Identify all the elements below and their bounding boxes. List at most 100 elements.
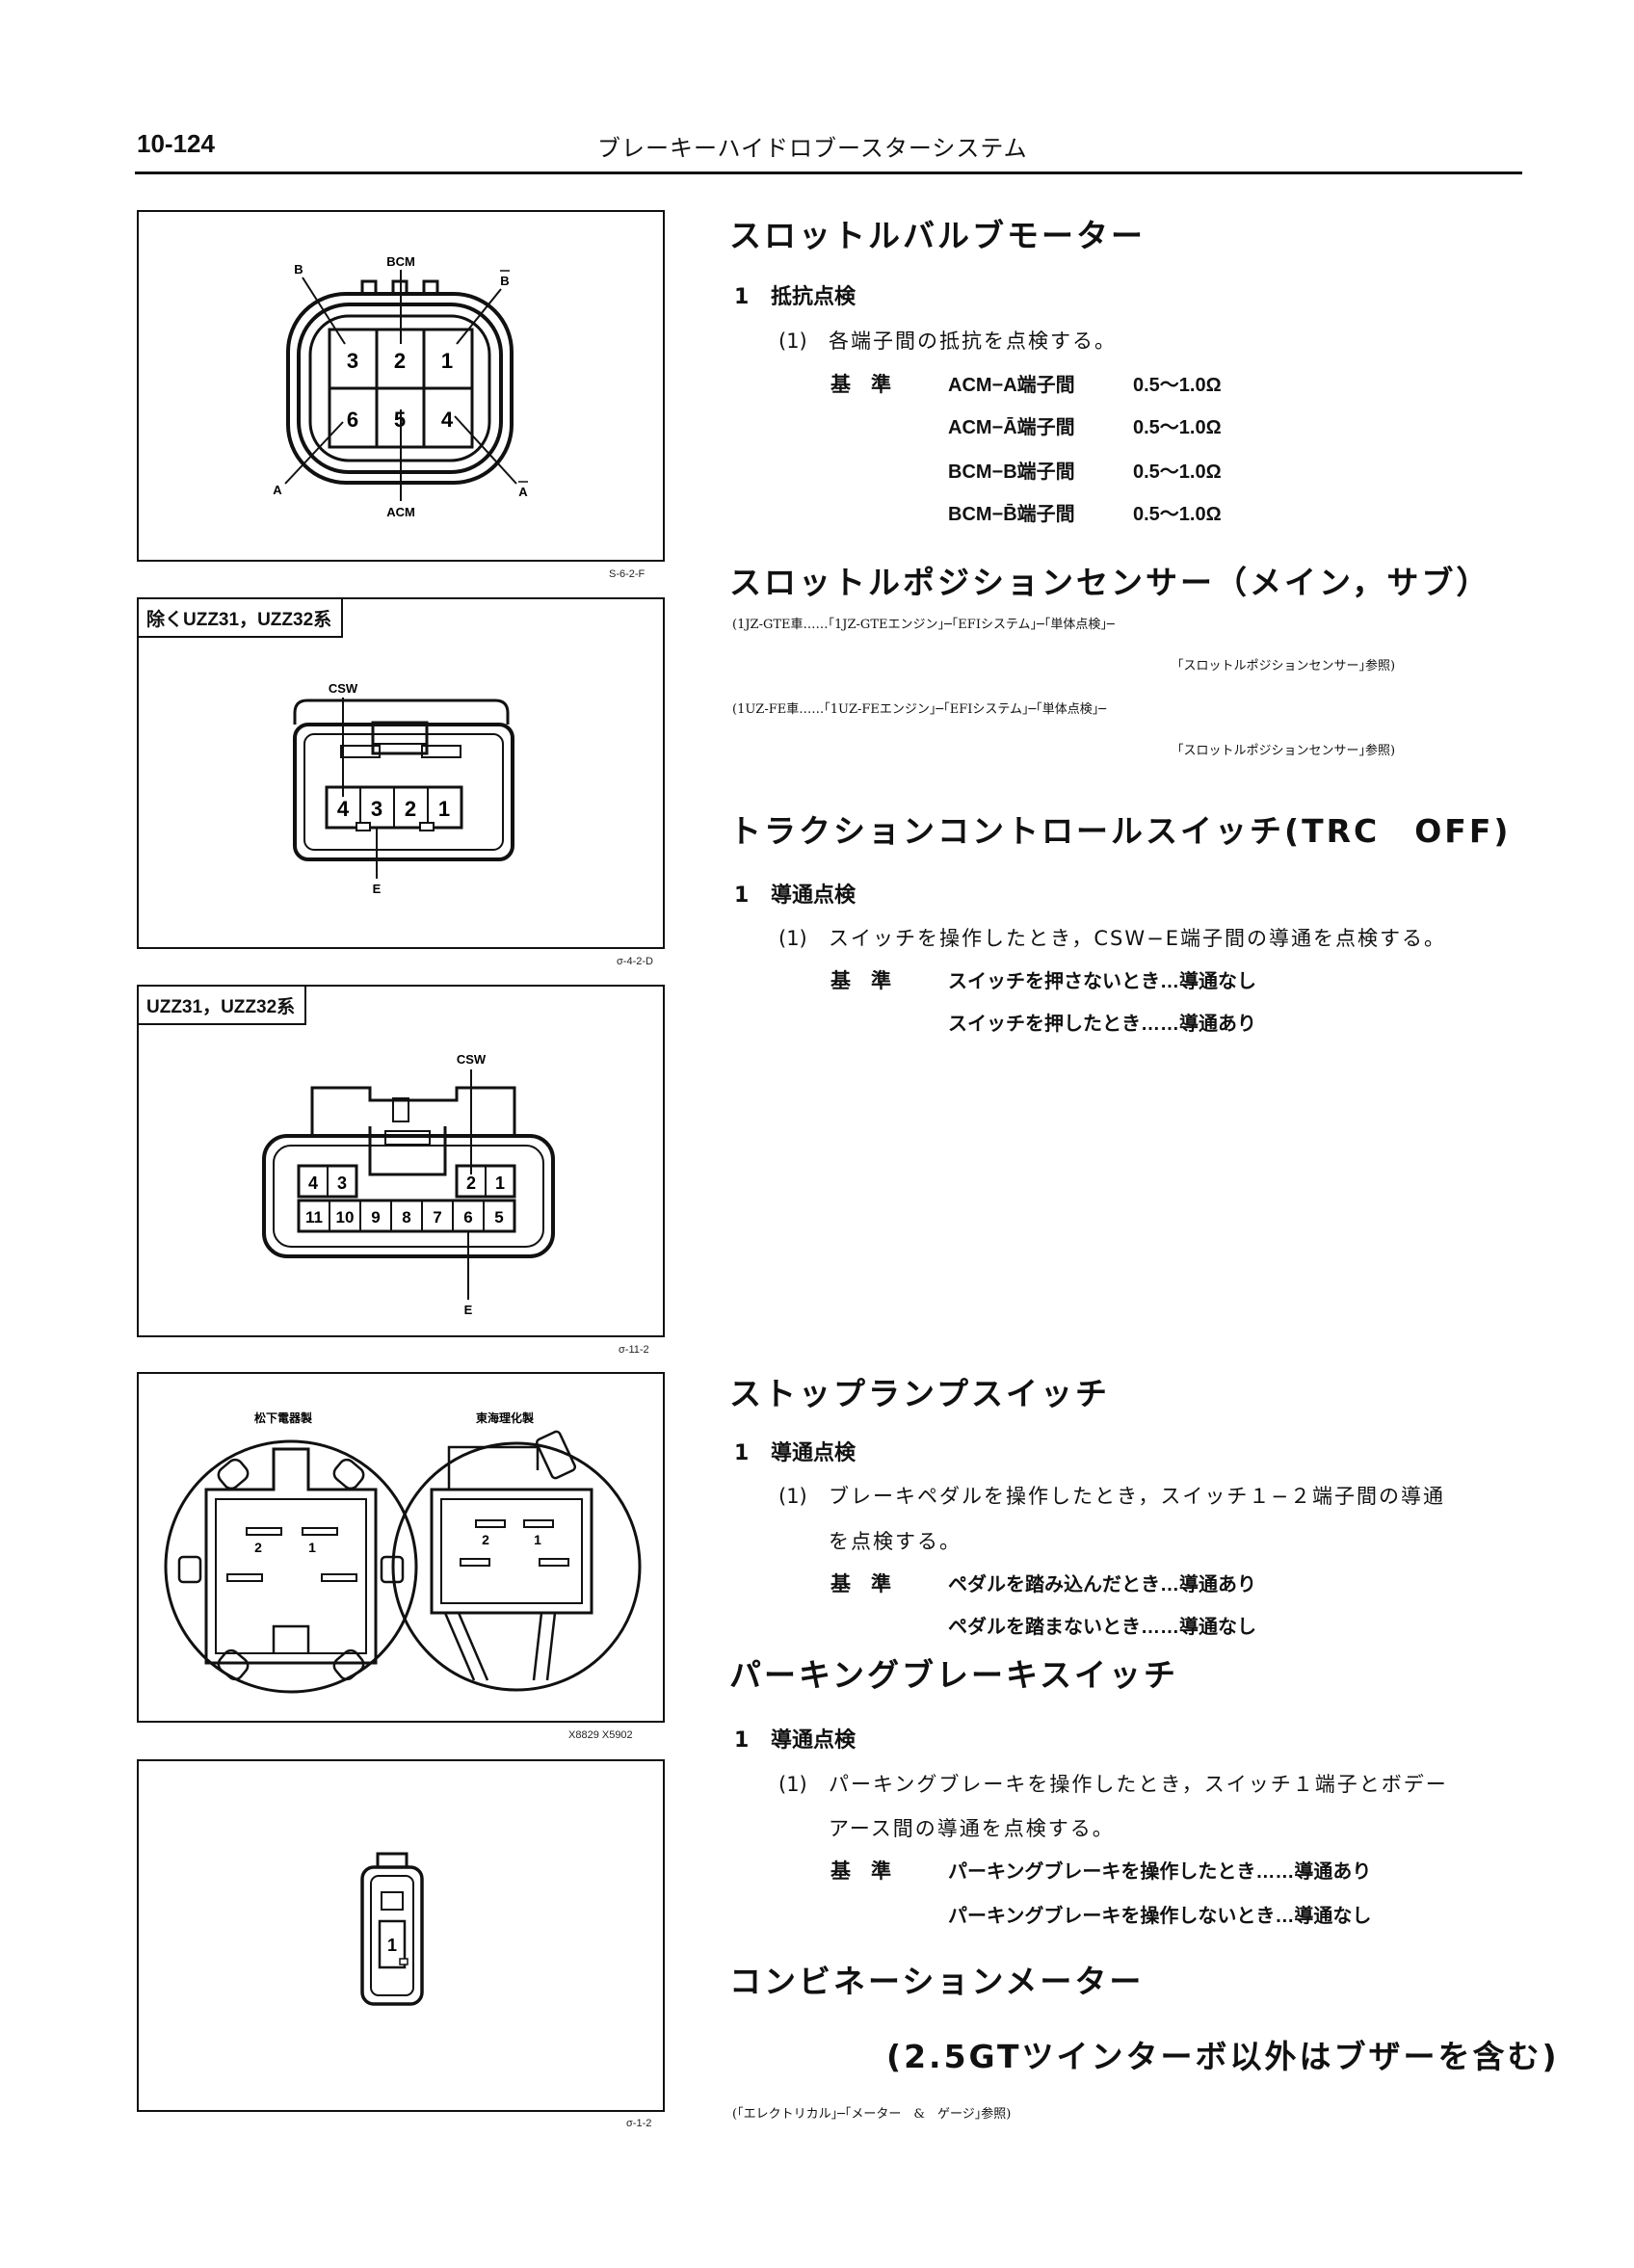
label-e: E <box>373 882 382 896</box>
label-a-bar: A <box>518 485 528 499</box>
resistance-value: 0.5〜1.0Ω <box>1133 375 1222 396</box>
pin-label: 7 <box>433 1208 441 1226</box>
figure-code: S-6-2-F <box>609 568 646 580</box>
section-subtitle-combination-meter: (2.5GTツインターボ以外はブザーを含む) <box>886 2038 1560 2075</box>
pin-label: 1 <box>495 1174 505 1193</box>
pin-label: 1 <box>387 1936 397 1955</box>
figure-code: σ-4-2-D <box>617 956 653 967</box>
pin-label: 3 <box>371 797 382 821</box>
section-title-throttle-sensor: スロットルポジションセンサー（メイン，サブ） <box>729 564 1491 601</box>
sub-step: (1) ブレーキペダルを操作したとき，スイッチ１−２端子間の導通 <box>778 1481 1445 1510</box>
pin-label: 2 <box>466 1174 476 1193</box>
step-number: 1 <box>734 1441 750 1465</box>
section-title-parking-brake: パーキングブレーキスイッチ <box>729 1656 1179 1694</box>
resistance-value: 0.5〜1.0Ω <box>1133 417 1222 438</box>
standard-text: ペダルを踏み込んだとき…導通あり <box>948 1574 1256 1596</box>
label-e: E <box>464 1303 473 1317</box>
figure-parking-brake-switch: 1 <box>137 1759 665 2112</box>
step-heading: 1 導通点検 <box>734 878 856 909</box>
figure-trc-switch-connector: 4 3 2 1 CSW E 除くUZZ31，UZZ32系 <box>137 597 665 949</box>
figure-code: X8829 X5902 <box>568 1729 633 1741</box>
trc-switch-connector-diagram: 4 3 2 1 CSW E <box>293 681 514 896</box>
pin-label: 9 <box>371 1208 380 1226</box>
standard-text: スイッチを押さないとき…導通なし <box>948 971 1256 992</box>
resistance-value: 0.5〜1.0Ω <box>1133 504 1222 525</box>
standard-label: 基 準 <box>830 373 891 396</box>
pin-label: 4 <box>441 408 454 432</box>
figure-tag: 除くUZZ31，UZZ32系 <box>139 599 344 638</box>
step-title: 抵抗点検 <box>771 285 857 309</box>
label-csw: CSW <box>329 681 358 696</box>
figure-tag: UZZ31，UZZ32系 <box>139 987 307 1025</box>
pin-label: 3 <box>347 349 358 373</box>
pin-label: 5 <box>494 1208 503 1226</box>
sub-step: (1) パーキングブレーキを操作したとき，スイッチ１端子とボデー <box>778 1769 1448 1798</box>
section-title-throttle-motor: スロットルバルブモーター <box>729 217 1146 254</box>
standard-text: パーキングブレーキを操作したとき……導通あり <box>948 1861 1372 1883</box>
label-b: B <box>294 262 303 277</box>
pin-label: 10 <box>336 1208 355 1226</box>
label-acm: ACM <box>386 505 415 519</box>
sub-step-continued: を点検する。 <box>829 1530 962 1553</box>
figure-stop-lamp-switch: 松下電器製 東海理化製 2 1 2 1 <box>137 1372 665 1723</box>
sub-step: (1)スイッチを操作したとき，CSW−E端子間の導通を点検する。 <box>778 923 1446 952</box>
page-header-title: ブレーキーハイドロブースターシステム <box>597 135 1028 162</box>
terminal-pair: ACM−Ā端子間 <box>948 417 1075 438</box>
terminal-pair: BCM−B̄端子間 <box>948 504 1075 525</box>
label-bcm: BCM <box>386 254 415 269</box>
figure-code: σ-11-2 <box>619 1344 649 1356</box>
resistance-value: 0.5〜1.0Ω <box>1133 462 1222 483</box>
standard-text: スイッチを押したとき……導通あり <box>948 1014 1256 1035</box>
reference-note: ｢スロットルポジションセンサー｣参照) <box>1177 744 1396 758</box>
terminal-pair: BCM−B端子間 <box>948 462 1075 483</box>
standard-label: 基 準 <box>830 1859 891 1883</box>
trc-switch-uzz-connector-diagram: 4 3 2 1 11 10 9 8 7 6 5 CSW E <box>262 1052 555 1317</box>
sub-step-number: (1) <box>778 1485 807 1508</box>
pin-label: 2 <box>482 1532 489 1547</box>
step-heading: 1 抵抗点検 <box>734 279 856 310</box>
stop-lamp-switch-diagram: 松下電器製 東海理化製 2 1 2 1 <box>164 1411 642 1694</box>
step-number: 1 <box>734 285 750 309</box>
standard-label: 基 準 <box>830 969 891 992</box>
parking-brake-switch-diagram: 1 <box>360 1852 424 2006</box>
step-number: 1 <box>734 1728 750 1753</box>
label-maker-left: 松下電器製 <box>254 1411 313 1425</box>
standard-text: パーキングブレーキを操作しないとき…導通なし <box>948 1906 1372 1927</box>
sub-step-text: ブレーキペダルを操作したとき，スイッチ１−２端子間の導通 <box>829 1485 1445 1508</box>
step-title: 導通点検 <box>771 1441 857 1465</box>
reference-note: ｢スロットルポジションセンサー｣参照) <box>1177 659 1396 673</box>
sub-step-number: (1) <box>778 927 807 950</box>
pin-label: 1 <box>534 1532 541 1547</box>
standard-text: ペダルを踏まないとき……導通なし <box>948 1617 1256 1638</box>
section-title-combination-meter: コンビネーションメーター <box>729 1963 1145 2000</box>
header-rule <box>135 171 1522 174</box>
figure-throttle-motor-connector: 3 2 1 6 5 4 B BCM B A ACM A <box>137 210 665 562</box>
step-number: 1 <box>734 883 750 908</box>
step-title: 導通点検 <box>771 1728 857 1753</box>
pin-label: 2 <box>405 797 416 821</box>
figure-code: σ-1-2 <box>626 2118 652 2129</box>
label-b-bar: B <box>500 274 509 288</box>
sub-step-number: (1) <box>778 330 807 353</box>
step-heading: 1 導通点検 <box>734 1436 856 1466</box>
sub-step-continued: アース間の導通を点検する。 <box>829 1817 1115 1840</box>
sub-step: (1)各端子間の抵抗を点検する。 <box>778 326 1117 355</box>
step-heading: 1 導通点検 <box>734 1723 856 1754</box>
page-number: 10-124 <box>137 129 215 158</box>
pin-label: 6 <box>463 1208 472 1226</box>
pin-label: 2 <box>254 1540 262 1555</box>
sub-step-text: パーキングブレーキを操作したとき，スイッチ１端子とボデー <box>829 1773 1448 1796</box>
pin-label: 11 <box>305 1208 323 1226</box>
pin-label: 8 <box>402 1208 410 1226</box>
reference-note: (1JZ-GTE車……｢1JZ-GTEエンジン｣─｢EFIシステム｣─｢単体点検… <box>732 618 1115 632</box>
step-title: 導通点検 <box>771 883 857 908</box>
pin-label: 1 <box>308 1540 316 1555</box>
reference-note: (1UZ-FE車……｢1UZ-FEエンジン｣─｢EFIシステム｣─｢単体点検｣─ <box>732 702 1107 717</box>
label-a: A <box>273 483 282 497</box>
pin-label: 1 <box>441 349 453 373</box>
sub-step-number: (1) <box>778 1773 807 1796</box>
throttle-motor-connector-diagram: 3 2 1 6 5 4 B BCM B A ACM A <box>273 254 528 519</box>
reference-note: (｢エレクトリカル｣─｢メーター & ゲージ｣参照) <box>732 2107 1012 2122</box>
pin-label: 1 <box>438 797 450 821</box>
section-title-stop-lamp: ストップランプスイッチ <box>729 1375 1111 1412</box>
